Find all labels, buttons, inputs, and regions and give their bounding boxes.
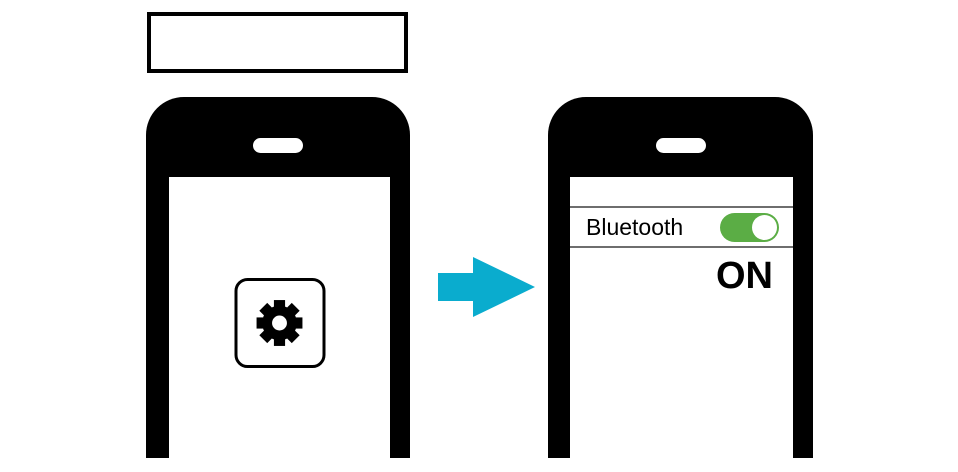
screen-header-band	[570, 177, 793, 206]
bluetooth-toggle[interactable]	[720, 212, 779, 242]
settings-app-button[interactable]	[234, 278, 325, 368]
phone-right-screen: Bluetooth ON	[570, 177, 793, 458]
toggle-knob	[752, 214, 777, 240]
speaker-slot	[655, 138, 706, 153]
gear-icon	[249, 292, 311, 354]
bluetooth-row: Bluetooth	[570, 206, 793, 248]
status-text: ON	[716, 255, 773, 297]
bluetooth-label: Bluetooth	[586, 213, 684, 240]
title-box	[147, 12, 408, 73]
arrow-right-icon	[438, 257, 535, 317]
phone-right: Bluetooth ON	[548, 97, 813, 458]
speaker-slot	[253, 138, 303, 153]
phone-left-screen	[169, 177, 390, 458]
phone-left	[146, 97, 410, 458]
